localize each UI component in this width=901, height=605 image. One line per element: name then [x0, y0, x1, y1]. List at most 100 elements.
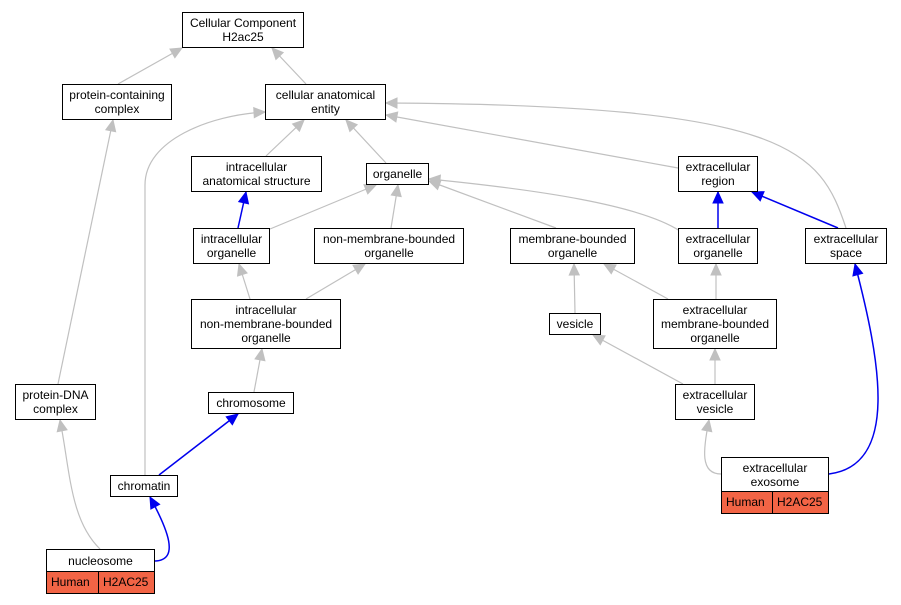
node-label-line: vesicle: [696, 402, 734, 416]
gene-tag[interactable]: H2AC25: [98, 572, 154, 593]
edge-arrowhead: [750, 191, 765, 202]
species-tag[interactable]: Human: [722, 492, 772, 513]
edge-arrowhead: [237, 190, 250, 205]
node-membrane-bounded-organelle[interactable]: membrane-bounded organelle: [510, 228, 635, 264]
node-extracellular-exosome[interactable]: extracellular exosome: [721, 457, 829, 492]
edge-protein-dna-complex-to-protein-containing-complex: [57, 119, 114, 385]
node-chromatin[interactable]: chromatin: [110, 475, 178, 497]
edge-arrowhead: [712, 190, 724, 204]
edge-protein-containing-complex-to-root: [117, 47, 183, 85]
node-label-line: membrane-bounded: [518, 232, 627, 246]
node-label-line: chromosome: [216, 396, 286, 410]
edge-arrowhead: [384, 97, 398, 109]
node-extracellular-region[interactable]: extracellular region: [678, 156, 758, 192]
edge-arrowhead: [384, 111, 399, 123]
species-tag[interactable]: Human: [47, 572, 98, 593]
edge-extracellular-region-to-cellular-anatomical-entity: [385, 114, 679, 169]
node-label-line: organelle: [206, 246, 257, 260]
node-intracellular-anatomical-structure[interactable]: intracellular anatomical structure: [191, 156, 322, 192]
edge-arrowhead: [149, 495, 161, 510]
edge-intracellular-organelle-to-organelle: [269, 184, 377, 230]
node-label-line: Cellular Component: [189, 16, 297, 30]
edge-arrowhead: [390, 183, 402, 198]
node-label-line: organelle: [364, 246, 414, 260]
edge-extracellular-space-to-cellular-anatomical-entity: [385, 102, 847, 229]
edge-arrowhead: [104, 118, 117, 133]
edge-arrowhead: [352, 263, 367, 275]
gene-tag[interactable]: H2AC25: [772, 492, 828, 513]
node-label-line: H2ac25: [222, 30, 264, 44]
node-label-line: extracellular: [742, 460, 808, 475]
edge-extracellular-membrane-bounded-organelle-to-membrane-bounded-organelle: [603, 263, 669, 300]
node-protein-dna-complex[interactable]: protein-DNA complex: [15, 384, 96, 420]
node-non-membrane-bounded-organelle[interactable]: non-membrane-bounded organelle: [314, 228, 464, 264]
edge-arrowhead: [852, 262, 864, 277]
edge-chromatin-to-chromosome: [158, 413, 239, 476]
edge-membrane-bounded-organelle-to-organelle: [428, 180, 557, 229]
edge-extracellular-organelle-to-organelle: [428, 178, 681, 232]
edge-arrowhead: [291, 119, 305, 133]
edge-chromatin-to-cellular-anatomical-entity: [144, 111, 266, 475]
edge-arrowhead: [56, 418, 68, 433]
node-label-line: complex: [33, 402, 78, 416]
node-label-line: intracellular: [200, 232, 263, 246]
edge-arrowhead: [591, 334, 606, 346]
edge-arrowhead: [709, 347, 721, 361]
node-label-line: organelle: [690, 331, 740, 345]
node-vesicle[interactable]: vesicle: [549, 313, 601, 335]
node-label-line: region: [701, 174, 735, 188]
node-nucleosome[interactable]: nucleosome: [46, 549, 155, 572]
node-extracellular-membrane-bounded-organelle[interactable]: extracellular membrane-bounded organelle: [653, 299, 777, 349]
node-label-line: intracellular: [225, 160, 288, 174]
edge-arrowhead: [701, 418, 713, 433]
node-cellular-anatomical-entity[interactable]: cellular anatomical entity: [265, 84, 386, 120]
edge-arrowhead: [225, 413, 239, 426]
edge-extracellular-exosome-to-extracellular-space: [828, 263, 879, 475]
node-label-line: entity: [311, 102, 340, 116]
node-label-line: protein-containing: [69, 88, 165, 102]
edge-arrowhead: [253, 106, 267, 119]
edge-arrowhead: [602, 263, 617, 275]
node-extracellular-space[interactable]: extracellular space: [805, 228, 887, 264]
node-label-line: space: [829, 246, 863, 260]
edge-arrowhead: [710, 262, 722, 276]
node-label-line: non-membrane-bounded: [199, 317, 333, 331]
node-label-line: organelle: [547, 246, 598, 260]
edge-arrowhead: [427, 174, 442, 186]
edge-extracellular-vesicle-to-vesicle: [592, 334, 684, 385]
node-label-line: complex: [94, 102, 140, 116]
node-cellular-component-root[interactable]: Cellular Component H2ac25: [182, 12, 304, 48]
node-label-line: extracellular: [685, 160, 751, 174]
node-label-line: chromatin: [117, 479, 171, 493]
edge-arrowhead: [345, 119, 359, 133]
node-label-line: protein-DNA: [22, 388, 89, 402]
node-label-line: exosome: [750, 474, 800, 489]
node-extracellular-vesicle[interactable]: extracellular vesicle: [675, 384, 755, 420]
node-label-line: non-membrane-bounded: [322, 232, 456, 246]
node-chromosome[interactable]: chromosome: [208, 392, 294, 414]
node-label-line: anatomical structure: [202, 174, 311, 188]
edge-arrowhead: [568, 262, 581, 276]
node-label-line: intracellular: [235, 303, 297, 317]
node-organelle[interactable]: organelle: [366, 163, 429, 185]
edge-arrowhead: [169, 47, 184, 59]
node-label-line: cellular anatomical: [275, 88, 376, 102]
annotation-tags-extracellular-exosome: Human H2AC25: [721, 492, 829, 514]
node-intracellular-non-membrane-bounded-organelle[interactable]: intracellular non-membrane-bounded organ…: [191, 299, 341, 349]
node-label-line: organelle: [241, 331, 291, 345]
node-label-line: organelle: [372, 167, 423, 181]
node-label-line: membrane-bounded: [660, 317, 770, 331]
node-intracellular-organelle[interactable]: intracellular organelle: [193, 228, 270, 264]
node-label-line: vesicle: [556, 317, 594, 331]
node-label-line: extracellular: [682, 388, 748, 402]
node-protein-containing-complex[interactable]: protein-containing complex: [62, 84, 172, 120]
edge-arrowhead: [363, 184, 378, 195]
edge-arrowhead: [271, 47, 285, 61]
annotation-tags-nucleosome: Human H2AC25: [46, 572, 155, 594]
node-extracellular-organelle[interactable]: extracellular organelle: [678, 228, 758, 264]
edge-arrowhead: [254, 347, 266, 362]
edge-nucleosome-to-protein-dna-complex: [59, 419, 101, 550]
node-label-line: extracellular: [813, 232, 879, 246]
node-label-line: extracellular: [682, 303, 748, 317]
